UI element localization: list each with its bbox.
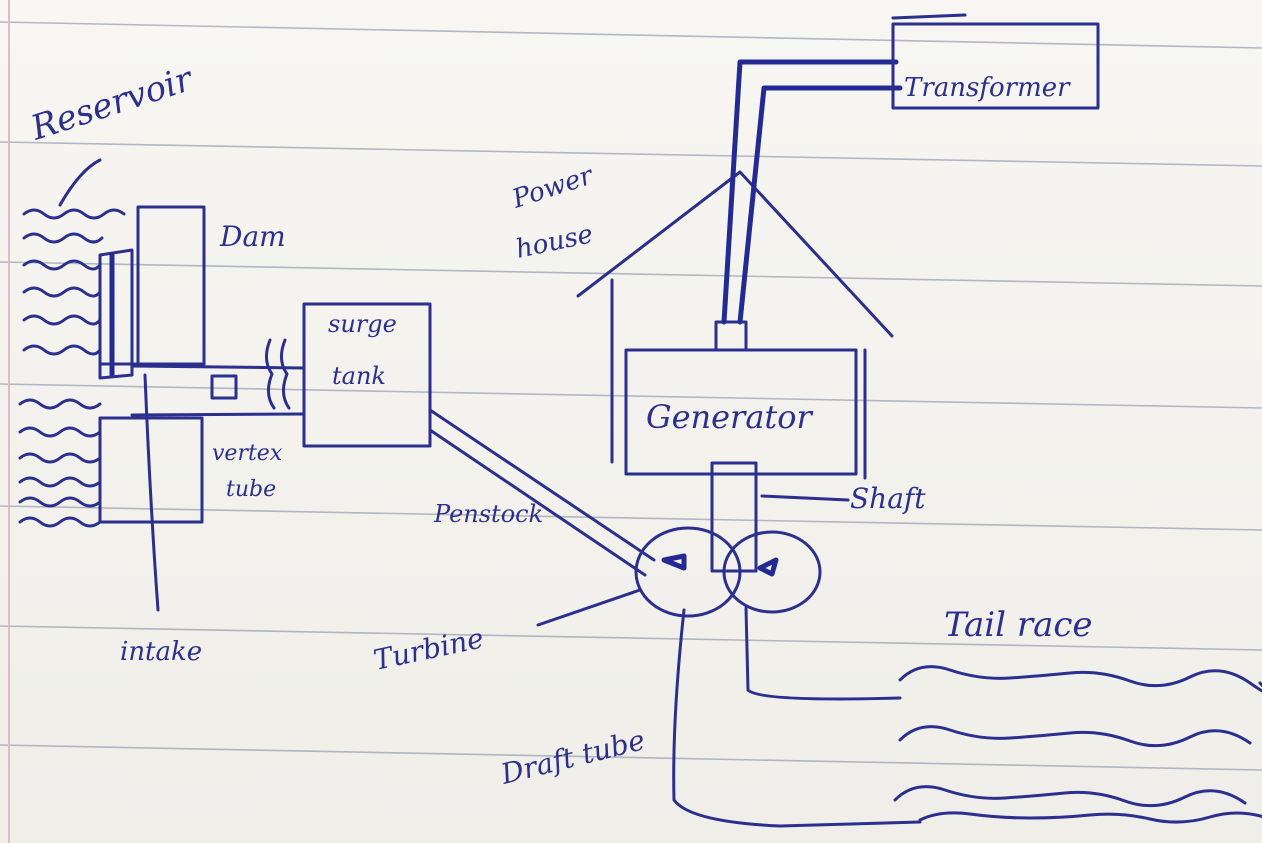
tail-race-water (895, 667, 1262, 822)
label-shaft: Shaft (850, 482, 926, 515)
label-transformer: Transformer (904, 73, 1071, 103)
shaft (712, 463, 848, 571)
label-power-house-line1: Power (508, 160, 598, 215)
label-power-house-line2: house (513, 219, 595, 265)
reservoir-leader (60, 160, 100, 205)
label-generator: Generator (646, 398, 814, 436)
intake-leader (145, 375, 158, 610)
label-penstock: Penstock (433, 500, 543, 528)
intake-tunnel (132, 340, 304, 415)
generator-terminal (716, 322, 746, 350)
label-reservoir: Reservoir (25, 59, 198, 149)
label-vertex-tube-line2: tube (226, 477, 276, 502)
label-draft-tube: Draft tube (497, 723, 648, 791)
penstock (430, 410, 654, 575)
label-surge-tank-line1: surge (328, 310, 397, 338)
transmission-lines (724, 62, 900, 322)
label-dam: Dam (219, 220, 286, 253)
label-vertex-tube-line1: vertex (212, 441, 283, 466)
label-tail-race: Tail race (944, 605, 1093, 645)
turbine (538, 528, 820, 625)
label-turbine: Turbine (371, 621, 487, 676)
reservoir-water (20, 210, 124, 526)
label-intake: intake (120, 637, 202, 667)
dam (100, 207, 204, 522)
label-surge-tank-line2: tank (332, 362, 386, 390)
